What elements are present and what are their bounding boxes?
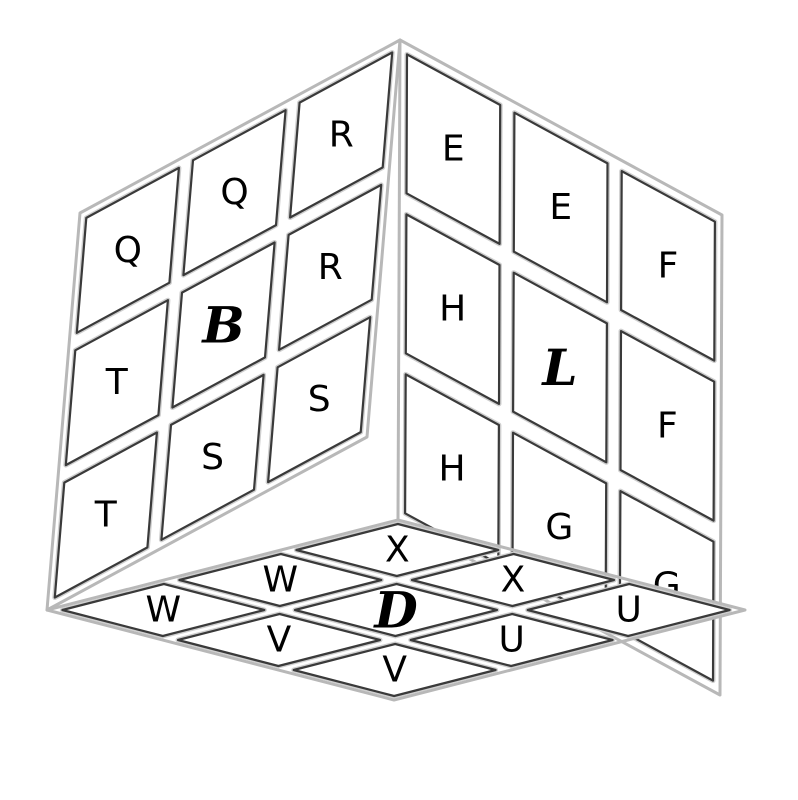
- left-face-frame: [45, 38, 402, 612]
- right-sticker-r1c2: [619, 330, 716, 522]
- left-label-r2c0: T: [94, 495, 118, 536]
- bottom-sticker-r1c0: [178, 552, 383, 608]
- bottom-sticker-r0c2: [526, 582, 731, 638]
- left-label-r2c2: S: [308, 379, 331, 420]
- right-sticker-r0c1: [512, 111, 609, 304]
- bottom-label-r2c0: W: [145, 590, 181, 631]
- bottom-sticker-r0c0: [295, 522, 500, 578]
- bottom-sticker-r1c1: [293, 582, 499, 638]
- left-sticker-r2c2: [267, 316, 372, 484]
- left-sticker-r2c1: [160, 373, 265, 541]
- left-sticker-r1c0: [64, 299, 169, 467]
- right-label-r0c1: E: [549, 187, 572, 228]
- bottom-sticker-r0c1: [410, 552, 616, 608]
- right-sticker-r0c0: [405, 53, 502, 245]
- right-label-r2c1: G: [545, 507, 573, 548]
- right-label-r1c2: F: [657, 405, 678, 446]
- left-sticker-r1c2: [278, 183, 383, 351]
- right-label-r0c0: E: [442, 129, 465, 170]
- left-label-r0c1: Q: [220, 172, 248, 213]
- bottom-center-label: D: [372, 581, 417, 640]
- right-label-r1c0: H: [439, 289, 466, 330]
- bottom-sticker-r2c2: [292, 642, 497, 698]
- bottom-sticker-r2c0: [61, 582, 266, 638]
- left-label-r0c2: R: [329, 115, 354, 156]
- left-sticker-r0c2: [289, 51, 394, 219]
- bottom-label-r2c2: V: [382, 650, 407, 691]
- left-label-r0c0: Q: [114, 230, 142, 271]
- right-sticker-r1c0: [404, 213, 501, 405]
- bottom-label-r2c1: V: [267, 620, 292, 661]
- right-label-r2c0: H: [438, 449, 465, 490]
- bottom-sticker-r2c1: [176, 612, 382, 668]
- left-label-r1c0: T: [105, 362, 129, 403]
- right-sticker-r1c1: [511, 271, 609, 464]
- left-sticker-r1c1: [171, 241, 276, 409]
- right-sticker-r0c2: [619, 170, 717, 362]
- right-face-frame: [396, 38, 724, 697]
- left-face: Q Q R T B R T S S: [45, 38, 402, 612]
- bottom-sticker-r1c2: [409, 612, 614, 668]
- left-label-r1c2: R: [318, 247, 343, 288]
- left-center-label: B: [200, 296, 244, 355]
- left-label-r2c1: S: [201, 437, 224, 478]
- bottom-label-r0c2: U: [616, 590, 642, 631]
- left-sticker-r0c0: [75, 166, 180, 334]
- bottom-label-r0c0: X: [385, 530, 410, 571]
- right-center-label: L: [540, 338, 577, 397]
- bottom-label-r1c0: W: [262, 560, 298, 601]
- bottom-label-r1c2: U: [499, 620, 525, 661]
- right-label-r0c2: F: [658, 245, 679, 286]
- bottom-face-frame: [45, 518, 747, 702]
- left-sticker-r2c0: [53, 431, 158, 599]
- bottom-label-r0c1: X: [501, 560, 526, 601]
- left-sticker-r0c1: [182, 109, 287, 277]
